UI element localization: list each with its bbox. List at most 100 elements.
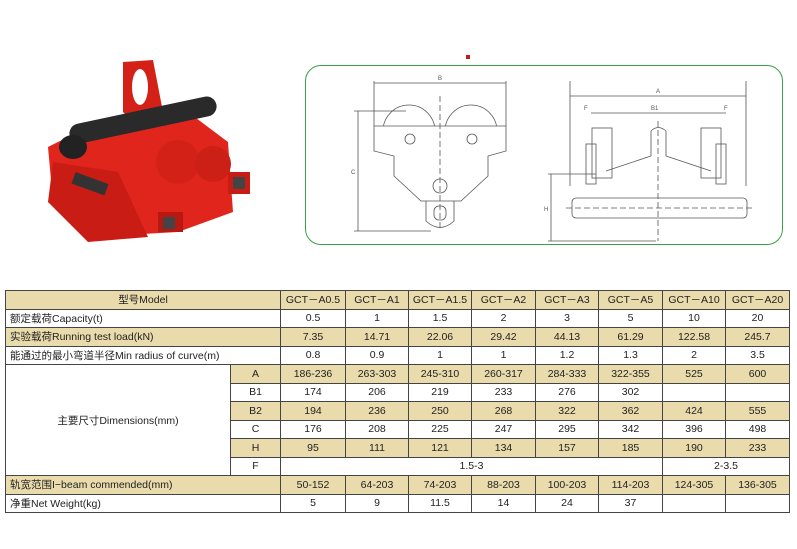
value-cell: 50-152 [280,475,346,495]
value-cell: 260-317 [471,364,536,384]
model-header-cell: GCT－A1.5 [408,290,472,310]
value-cell: 233 [471,382,536,402]
value-cell: 100-203 [535,475,599,495]
value-cell: 22.06 [408,327,472,347]
diagram-label-b1: B1 [651,106,659,112]
value-cell: 0.9 [345,345,409,365]
diagram-label-b: B [438,76,442,82]
value-cell: 185 [598,438,663,458]
value-cell: 14.71 [345,327,409,347]
value-cell: 5 [280,493,346,513]
value-cell: 44.13 [535,327,599,347]
value-cell: 245-310 [408,364,472,384]
value-cell [725,382,790,402]
value-cell: 3.5 [725,345,790,365]
value-cell: 2 [471,308,536,328]
model-header-cell: GCT－A2 [471,290,536,310]
dimension-key: F [230,456,281,476]
technical-drawing: B C A B1 F F H [305,65,783,245]
diagram-label-f-left: F [584,106,588,112]
value-cell: 5 [598,308,663,328]
value-cell: 0.5 [280,308,346,328]
value-cell: 208 [345,419,409,439]
min-radius-label: 能通过的最小弯道半径Min radius of curve(m) [5,345,281,365]
value-cell: 74-203 [408,475,472,495]
model-header-cell: GCT－A1 [345,290,409,310]
value-cell: 157 [535,438,599,458]
front-view-drawing [548,81,754,242]
dimension-key: H [230,438,281,458]
value-cell: 134 [471,438,536,458]
value-cell: 186-236 [280,364,346,384]
value-cell: 1 [408,345,472,365]
dimension-key: B2 [230,401,281,421]
value-cell: 295 [535,419,599,439]
value-cell: 10 [662,308,726,328]
value-cell: 174 [280,382,346,402]
dimension-key: C [230,419,281,439]
value-cell: 1.2 [535,345,599,365]
model-header-cell: GCT－A3 [535,290,599,310]
value-cell: 225 [408,419,472,439]
model-header-cell: GCT－A0.5 [280,290,346,310]
side-view-drawing [354,81,507,232]
value-cell: 424 [662,401,726,421]
value-cell: 362 [598,401,663,421]
value-cell: 247 [471,419,536,439]
value-cell: 233 [725,438,790,458]
product-photo-trolley [48,60,250,242]
model-header-cell: GCT－A20 [725,290,790,310]
value-cell [662,493,726,513]
value-cell: 111 [345,438,409,458]
value-cell: 276 [535,382,599,402]
value-cell: 24 [535,493,599,513]
value-cell: 61.29 [598,327,663,347]
value-cell: 263-303 [345,364,409,384]
value-cell: 7.35 [280,327,346,347]
value-cell: 114-203 [598,475,663,495]
value-cell: 1.3 [598,345,663,365]
f-range-small-models: 1.5-3 [280,456,663,476]
value-cell: 250 [408,401,472,421]
value-cell: 124-305 [662,475,726,495]
value-cell: 136-305 [725,475,790,495]
value-cell: 37 [598,493,663,513]
value-cell: 64-203 [345,475,409,495]
value-cell: 3 [535,308,599,328]
value-cell: 1 [471,345,536,365]
value-cell: 29.42 [471,327,536,347]
value-cell: 498 [725,419,790,439]
test-load-label: 实验载荷Running test load(kN) [5,327,281,347]
net-weight-label: 净重Net Weight(kg) [5,493,281,513]
red-mark [466,55,470,59]
diagram-label-f-right: F [724,106,728,112]
value-cell: 20 [725,308,790,328]
value-cell [662,382,726,402]
value-cell: 121 [408,438,472,458]
value-cell: 268 [471,401,536,421]
value-cell: 525 [662,364,726,384]
value-cell: 9 [345,493,409,513]
value-cell: 88-203 [471,475,536,495]
value-cell: 206 [345,382,409,402]
value-cell: 2 [662,345,726,365]
value-cell: 14 [471,493,536,513]
model-header-cell: GCT－A5 [598,290,663,310]
diagram-label-a: A [656,89,660,95]
diagram-label-h: H [544,207,548,213]
value-cell: 342 [598,419,663,439]
value-cell: 245.7 [725,327,790,347]
value-cell: 555 [725,401,790,421]
value-cell: 95 [280,438,346,458]
